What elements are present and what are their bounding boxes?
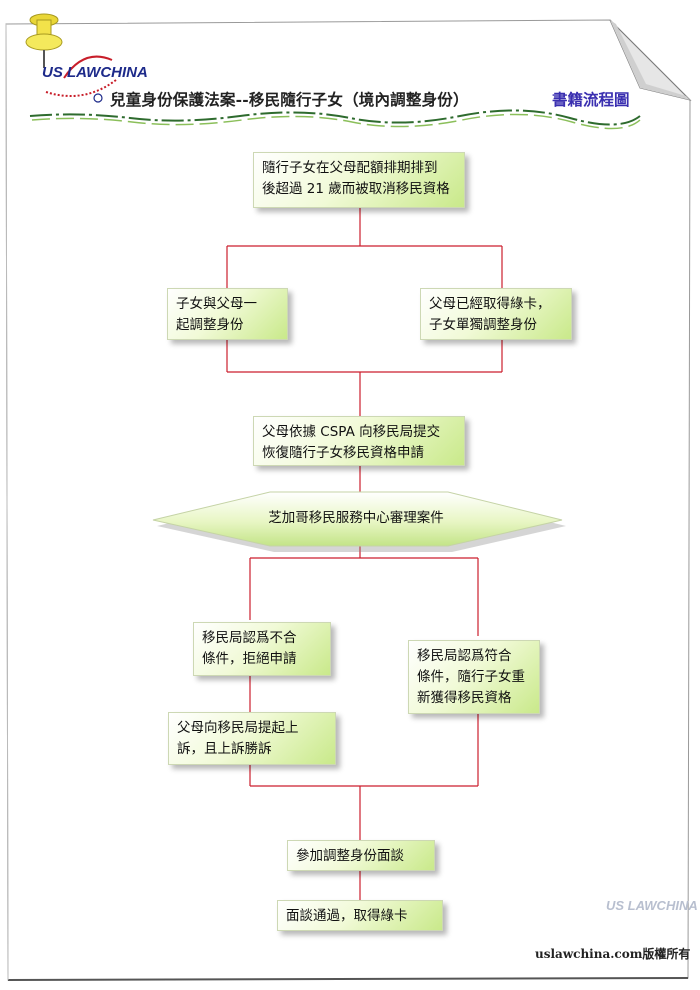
outcome-approved: 移民局認爲符合 條件，隨行子女重 新獲得移民資格 <box>408 640 540 714</box>
copyright-text: uslawchina.com版權所有 <box>535 947 691 961</box>
flow-connectors <box>226 208 503 900</box>
decision-label: 芝加哥移民服務中心審理案件 <box>268 510 444 526</box>
step-green-card: 面談通過，取得綠卡 <box>277 900 443 931</box>
step-disqualified: 隨行子女在父母配額排期排到 後超過 21 歲而被取消移民資格 <box>253 152 465 208</box>
denied-line1: 移民局認爲不合 <box>202 630 297 646</box>
approved-line1: 移民局認爲符合 <box>417 648 512 664</box>
step-cspa-application: 父母依據 CSPA 向移民局提交 恢復隨行子女移民資格申請 <box>253 416 465 466</box>
outcome-denied: 移民局認爲不合 條件，拒絕申請 <box>193 622 331 676</box>
decision-shape <box>152 491 566 552</box>
step-cspa-line2: 恢復隨行子女移民資格申請 <box>262 445 424 461</box>
step-disqualified-line2: 後超過 21 歲而被取消移民資格 <box>262 181 450 197</box>
header-divider <box>29 109 641 130</box>
branch-adjust-with-parents: 子女與父母一 起調整身份 <box>167 288 288 340</box>
pushpin-icon <box>25 13 117 103</box>
branch-left-line1: 子女與父母一 <box>176 296 257 312</box>
step-cspa-line1: 父母依據 CSPA 向移民局提交 <box>262 424 441 440</box>
interview-label: 參加調整身份面談 <box>296 848 404 864</box>
branch-left-line2: 起調整身份 <box>176 317 244 333</box>
logo-text: US LAWCHINA <box>42 64 148 81</box>
step-interview: 參加調整身份面談 <box>287 840 435 871</box>
branch-right-line1: 父母已經取得綠卡， <box>429 296 551 312</box>
branch-adjust-alone: 父母已經取得綠卡， 子女單獨調整身份 <box>420 288 572 340</box>
page-title: 兒童身份保護法案--移民隨行子女（境內調整身份） <box>110 90 469 109</box>
approved-line2: 條件，隨行子女重 <box>417 669 525 685</box>
step-disqualified-line1: 隨行子女在父母配額排期排到 <box>262 160 438 176</box>
watermark-logo: US LAWCHINA <box>606 898 698 913</box>
result-label: 面談通過，取得綠卡 <box>286 908 408 924</box>
appeal-line2: 訴，且上訴勝訴 <box>177 741 272 757</box>
page-subtitle: 書籍流程圖 <box>552 90 630 109</box>
appeal-line1: 父母向移民局提起上 <box>177 720 299 736</box>
step-appeal: 父母向移民局提起上 訴，且上訴勝訴 <box>168 712 336 765</box>
branch-right-line2: 子女單獨調整身份 <box>429 317 537 333</box>
denied-line2: 條件，拒絕申請 <box>202 651 297 667</box>
approved-line3: 新獲得移民資格 <box>417 690 512 706</box>
